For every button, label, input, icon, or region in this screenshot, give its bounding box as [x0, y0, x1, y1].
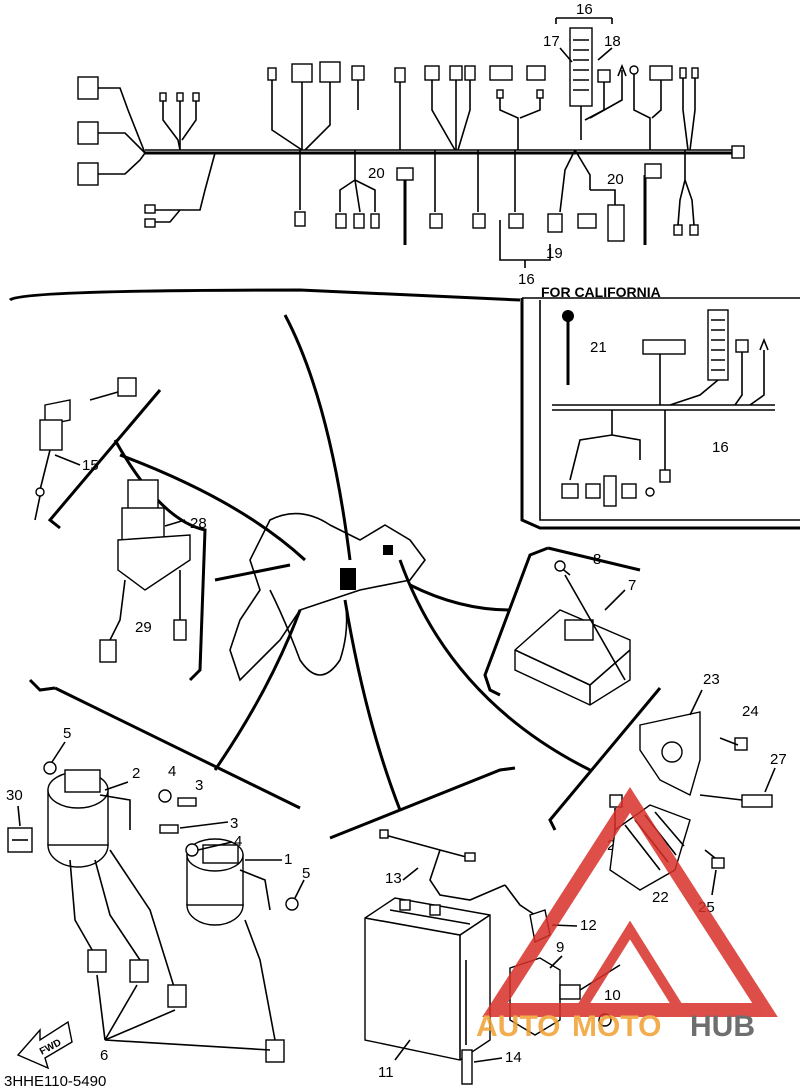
fwd-arrow-icon: FWD: [16, 1020, 73, 1070]
diagram-code: 3HHE110-5490: [4, 1073, 106, 1089]
callout-29: 29: [135, 619, 152, 636]
callout-23: 23: [703, 671, 720, 688]
callout-27: 27: [770, 751, 787, 768]
leader-left: [119, 453, 307, 562]
part-1-coil-right: 1: [186, 838, 292, 926]
callout-12: 12: [580, 917, 597, 934]
part-23-bracket: 23 24 27 26: [607, 671, 787, 854]
watermark-moto: MOTO: [572, 1010, 661, 1043]
callout-24: 24: [742, 703, 759, 720]
part-11-battery: 11: [364, 897, 491, 1081]
leader-top: [283, 314, 352, 561]
part-6-plug-caps: 6: [69, 849, 285, 1064]
callout-5-bottom: 5: [302, 865, 310, 882]
watermark-hub: HUB: [690, 1010, 755, 1043]
wire-harness-main: [77, 27, 745, 268]
callout-19: 19: [546, 245, 563, 262]
callout-10: 10: [604, 987, 621, 1004]
callout-15: 15: [82, 457, 99, 474]
callout-16-top: 16: [576, 1, 593, 18]
callout-8: 8: [593, 551, 601, 568]
california-caption: FOR CALIFORNIA: [541, 284, 661, 300]
callout-20-left: 20: [368, 165, 385, 182]
part-2-coil-left: 2: [47, 765, 140, 868]
callout-30: 30: [6, 787, 23, 804]
callout-4-top: 4: [168, 763, 176, 780]
callout-3-bottom: 3: [230, 815, 238, 832]
watermark-auto: AUTO: [476, 1010, 560, 1043]
california-panel: FOR CALIFORNIA 21 16: [520, 284, 800, 530]
callout-22: 22: [652, 889, 669, 906]
part-13-cables: 13: [379, 829, 536, 916]
callout-7: 7: [628, 577, 636, 594]
callout-5-top: 5: [63, 725, 71, 742]
callout-9: 9: [556, 939, 564, 956]
leader-regulator: [398, 559, 591, 772]
callout-18: 18: [604, 33, 621, 50]
callout-17: 17: [543, 33, 560, 50]
callout-4-bottom: 4: [234, 833, 242, 850]
leader-coils: [213, 609, 302, 771]
motorcycle-outline: [229, 512, 426, 682]
automotohub-watermark: AUTO MOTO HUB: [476, 787, 778, 1043]
callout-13: 13: [385, 870, 402, 887]
callout-14: 14: [505, 1049, 522, 1066]
leader-battery: [343, 599, 402, 811]
part-28-main-switch: 28 29: [99, 479, 207, 663]
callout-6: 6: [100, 1047, 108, 1064]
leader-ignition: [214, 563, 291, 582]
leader-ecu: [409, 583, 511, 612]
part-15-switch: 15: [34, 377, 137, 521]
part-7-ecu: 8 7: [514, 551, 636, 706]
callout-16-bottom: 16: [518, 271, 535, 288]
callout-28: 28: [190, 515, 207, 532]
callout-20-right: 20: [607, 171, 624, 188]
part-30-clamp: 30: [6, 787, 33, 853]
callout-11: 11: [378, 1064, 394, 1081]
callout-16-california: 16: [712, 439, 729, 456]
coil-fasteners: 5 4 3 3 4 5: [43, 725, 310, 911]
callout-2: 2: [132, 765, 140, 782]
callout-1: 1: [284, 851, 292, 868]
callout-21: 21: [590, 339, 607, 356]
callout-3-top: 3: [195, 777, 203, 794]
